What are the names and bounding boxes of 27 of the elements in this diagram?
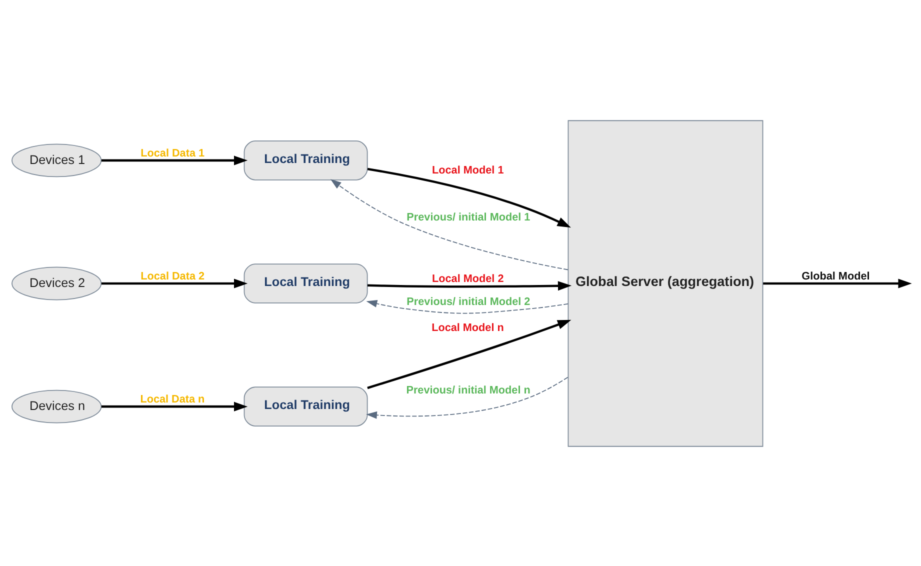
edge-label: Local Model n (432, 322, 504, 334)
node-ellipse: Devices 2 (12, 266, 102, 300)
edge-label: Previous/ initial Model 2 (406, 295, 530, 308)
arrow (330, 178, 568, 270)
arrow (101, 155, 248, 165)
node-box: Local Training (244, 386, 368, 426)
edge-label: Previous/ initial Model 1 (406, 211, 530, 224)
edge-label: Local Data 1 (140, 146, 205, 159)
arrow (366, 376, 568, 418)
arrow (101, 401, 248, 411)
arrow (367, 167, 571, 228)
node-box: Local Training (244, 140, 368, 180)
edge-label: Previous/ initial Model n (406, 384, 530, 396)
edge-label: Local Data n (140, 393, 205, 406)
node-ellipse: Devices n (12, 389, 102, 423)
edge-label: Local Data 2 (140, 270, 205, 282)
node-box: Local Training (244, 263, 368, 303)
arrow (367, 319, 572, 389)
edge-label: Local Model 1 (432, 164, 504, 176)
edge-label: Local Model 2 (432, 272, 504, 285)
node-box: Global Server (aggregation) (568, 120, 764, 446)
arrow (101, 278, 248, 288)
node-ellipse: Devices 1 (12, 143, 102, 177)
arrow (367, 280, 572, 290)
edge-label: Global Model (802, 270, 870, 282)
arrow (763, 278, 912, 288)
arrow (366, 299, 569, 314)
